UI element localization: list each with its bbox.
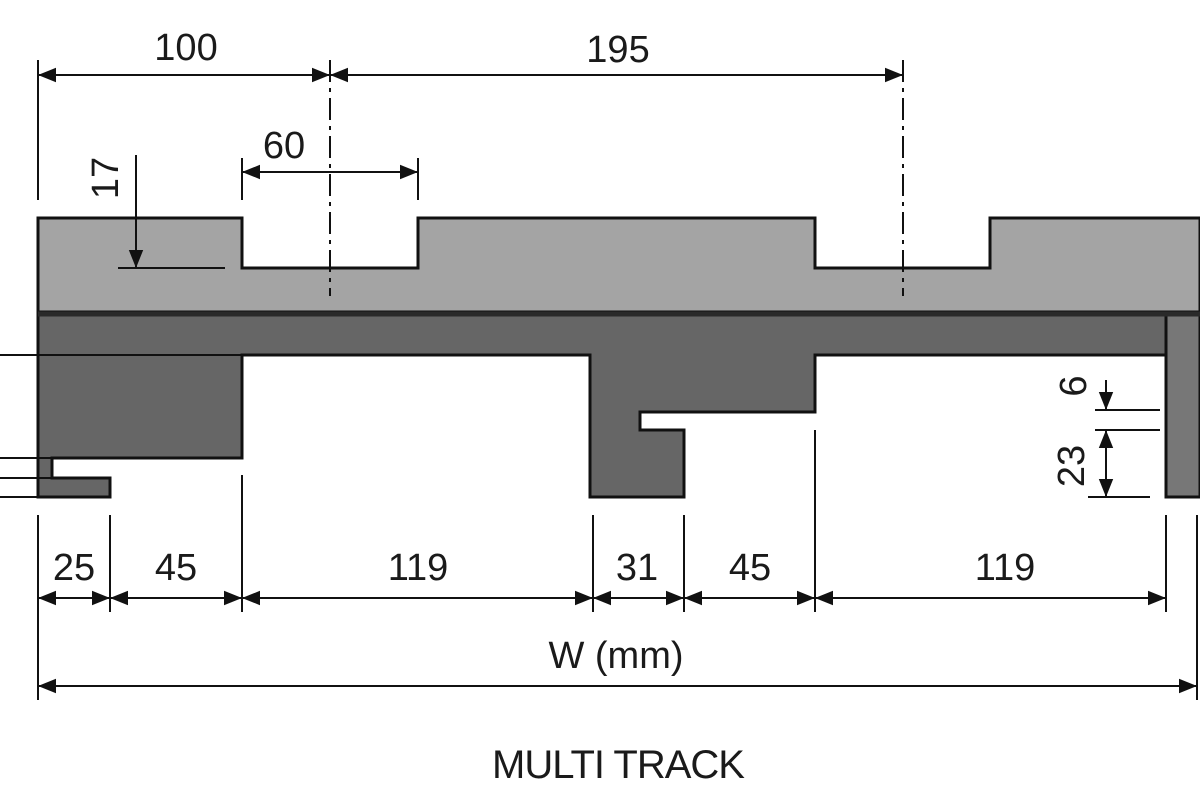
width-unit-label: W (mm) [548,635,683,677]
dim-label-45: 45 [729,547,771,589]
dim-label-31: 31 [616,547,658,589]
top-plate [36,216,1200,314]
drawing-title: MULTI TRACK [492,743,745,787]
dim-label-119: 119 [388,547,449,589]
core-body [36,310,1200,499]
dim-label-119: 119 [975,547,1036,589]
dim-label-60: 60 [263,125,305,167]
dim-label-45: 45 [155,547,197,589]
dim-label-23: 23 [1051,445,1093,487]
dim-label-17: 17 [85,157,127,199]
dim-label-195: 195 [586,29,649,71]
dim-label-25: 25 [53,547,95,589]
dim-label-100: 100 [154,27,217,69]
dim-label-6: 6 [1053,375,1095,396]
right-end-section [1164,310,1200,499]
